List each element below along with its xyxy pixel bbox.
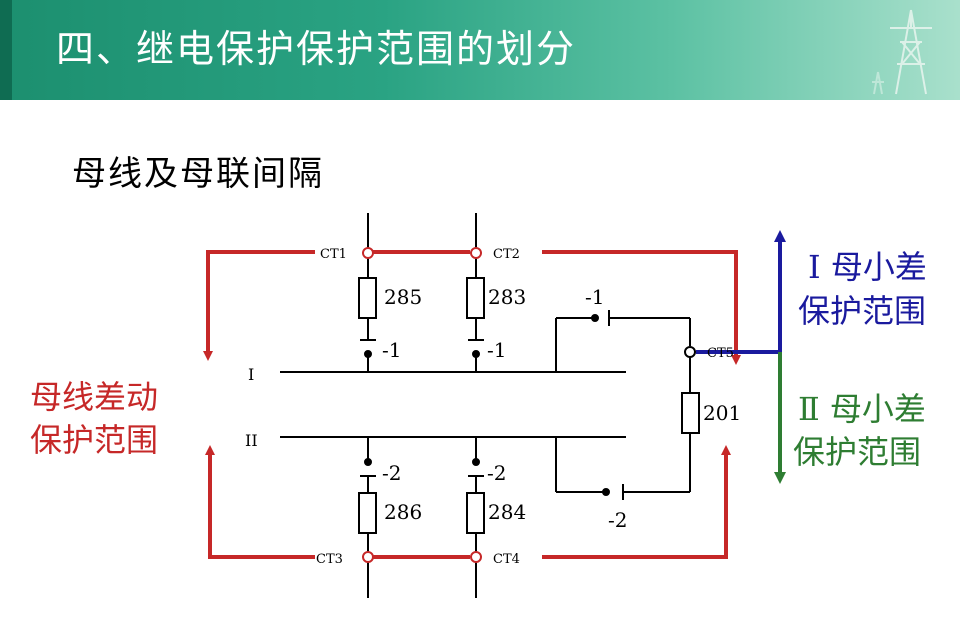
red-range-bottom-left bbox=[205, 445, 315, 559]
bus-coupler-201 bbox=[555, 310, 700, 500]
ct4-node bbox=[470, 551, 482, 563]
breaker-286-label: 286 bbox=[384, 500, 422, 524]
busbar-diff-range-lines bbox=[203, 250, 741, 559]
bus-I-label: I bbox=[248, 365, 254, 384]
bus-bars bbox=[280, 371, 626, 438]
bus2-small-diff-line1: Ⅱ 母小差 bbox=[798, 390, 926, 428]
bus1-small-diff-line1: Ⅰ 母小差 bbox=[808, 248, 927, 286]
red-range-top-left bbox=[203, 250, 315, 361]
ct3-label: CT3 bbox=[316, 552, 343, 567]
switch-285-1-label: -1 bbox=[382, 338, 401, 362]
power-tower-icon bbox=[872, 9, 932, 95]
busbar-diff-range-line2: 保护范围 bbox=[30, 421, 158, 459]
ct5-label: CT5 bbox=[707, 346, 734, 361]
bus1-small-diff-line2: 保护范围 bbox=[798, 292, 926, 330]
breaker-284 bbox=[466, 492, 485, 534]
bus2-small-diff-line2: 保护范围 bbox=[793, 433, 921, 471]
small-diff-range-lines bbox=[696, 230, 786, 484]
breaker-201 bbox=[681, 392, 700, 434]
banner-accent-bar bbox=[0, 0, 12, 100]
breaker-284-label: 284 bbox=[488, 500, 526, 524]
feeder-283-284 bbox=[466, 213, 485, 598]
breaker-285-label: 285 bbox=[384, 285, 422, 309]
breaker-285 bbox=[358, 277, 377, 319]
ct3-node bbox=[362, 551, 374, 563]
switch-284-2-label: -2 bbox=[487, 461, 506, 485]
breaker-283 bbox=[466, 277, 485, 319]
title-banner: 四、继电保护保护范围的划分 bbox=[0, 0, 960, 100]
ct5-node bbox=[684, 346, 696, 358]
switch-201-2-label: -2 bbox=[608, 508, 627, 532]
ct1-label: CT1 bbox=[320, 247, 347, 262]
busbar-diff-range-line1: 母线差动 bbox=[30, 378, 158, 416]
breaker-201-label: 201 bbox=[703, 401, 741, 425]
ct2-node bbox=[470, 247, 482, 259]
breaker-286 bbox=[358, 492, 377, 534]
ct2-label: CT2 bbox=[493, 247, 520, 262]
switch-286-2-label: -2 bbox=[382, 461, 401, 485]
switch-283-1-label: -1 bbox=[487, 338, 506, 362]
section-subtitle: 母线及母联间隔 bbox=[72, 154, 324, 194]
ct4-label: CT4 bbox=[493, 552, 520, 567]
red-range-bottom-right bbox=[542, 445, 731, 559]
feeder-285-286 bbox=[358, 213, 377, 598]
bus-II-label: II bbox=[245, 431, 258, 450]
ct1-node bbox=[362, 247, 374, 259]
switch-201-1-label: -1 bbox=[585, 285, 604, 309]
breaker-283-label: 283 bbox=[488, 285, 526, 309]
page-title: 四、继电保护保护范围的划分 bbox=[56, 27, 577, 71]
red-range-top-right bbox=[542, 250, 741, 365]
